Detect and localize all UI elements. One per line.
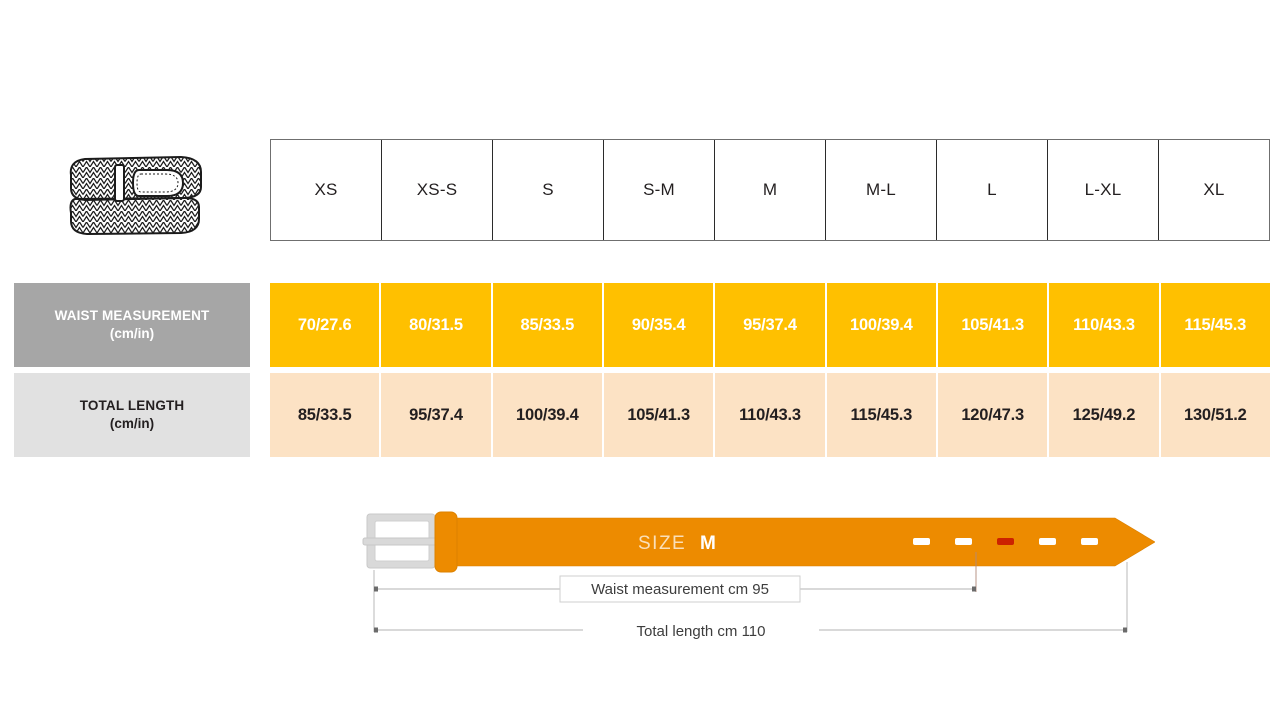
belt-hole	[913, 538, 930, 545]
table-cell: 80/31.5	[381, 283, 493, 367]
table-cell: 105/41.3	[603, 373, 716, 457]
table-cell: 115/45.3	[1160, 283, 1270, 367]
table-cell: 110/43.3	[1049, 283, 1161, 367]
size-header-cell: S-M	[604, 140, 715, 240]
row-label-waist-measurement: WAIST MEASUREMENT (cm/in)	[14, 283, 250, 367]
size-header-cell: M-L	[826, 140, 937, 240]
table-cell: 110/43.3	[715, 373, 827, 457]
belt-hole	[1081, 538, 1098, 545]
belt-dimension-diagram: SIZE M Waist measurement cm 95 Total len…	[355, 500, 1156, 650]
size-header-cell: L-XL	[1048, 140, 1159, 240]
waist-dimension-label: Waist measurement cm 95	[591, 581, 769, 598]
waist-dimension: Waist measurement cm 95	[374, 575, 976, 603]
row-label-waist-line2: (cm/in)	[109, 326, 155, 341]
belt-hole	[1039, 538, 1056, 545]
table-cell: 125/49.2	[1049, 373, 1161, 457]
table-cell: 95/37.4	[715, 283, 827, 367]
belt-hole	[955, 538, 972, 545]
table-cell: 100/39.4	[826, 283, 938, 367]
size-header-cell: XL	[1159, 140, 1269, 240]
row-label-length-line2: (cm/in)	[109, 416, 155, 431]
table-cell: 95/37.4	[381, 373, 493, 457]
belt-size-caption-label: SIZE	[638, 533, 686, 554]
size-header-cell: L	[937, 140, 1048, 240]
belt-keeper-loop	[434, 511, 458, 573]
table-cell: 105/41.3	[937, 283, 1050, 367]
table-cell: 130/51.2	[1160, 373, 1270, 457]
table-cell: 115/45.3	[826, 373, 938, 457]
belt-size-caption-value: M	[700, 533, 716, 554]
table-cell: 85/33.5	[492, 283, 604, 367]
total-length-dimension-label: Total length cm 110	[637, 623, 766, 640]
table-cell: 90/35.4	[603, 283, 716, 367]
row-label-length-line1: TOTAL LENGTH	[79, 398, 185, 414]
table-cell: 85/33.5	[270, 373, 382, 457]
size-header-cell: M	[715, 140, 826, 240]
size-header-cell: XS	[271, 140, 382, 240]
total-length-dimension: Total length cm 110	[374, 618, 1127, 642]
belt-holes	[913, 538, 1098, 545]
row-label-waist-line1: WAIST MEASUREMENT	[54, 308, 210, 324]
table-cell: 100/39.4	[492, 373, 604, 457]
belt-buckle	[362, 513, 440, 569]
table-cell: 70/27.6	[270, 283, 382, 367]
belt-hole-active	[997, 538, 1014, 545]
size-header-cell: XS-S	[382, 140, 493, 240]
table-cell: 120/47.3	[937, 373, 1050, 457]
size-header-cell: S	[493, 140, 604, 240]
row-label-total-length: TOTAL LENGTH (cm/in)	[14, 373, 250, 457]
braided-belt-illustration	[55, 145, 215, 240]
